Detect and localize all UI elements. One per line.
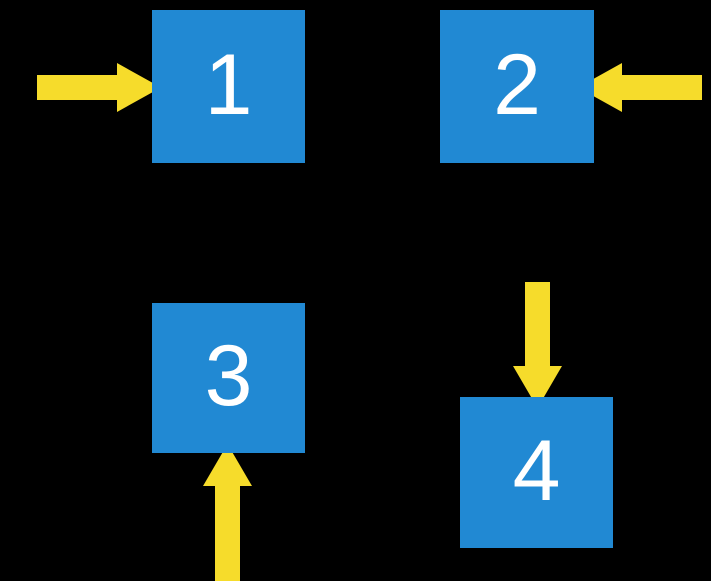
- node-box-3-label: 3: [204, 328, 253, 424]
- arrow-into-node-4: [513, 282, 562, 408]
- arrow-down-shape: [513, 282, 562, 408]
- arrow-left-shape: [578, 63, 702, 112]
- node-box-1[interactable]: 1: [152, 10, 305, 163]
- node-box-2-label: 2: [493, 36, 541, 133]
- arrow-up-shape: [203, 444, 252, 581]
- node-box-4[interactable]: 4: [460, 397, 613, 548]
- node-box-2[interactable]: 2: [440, 10, 594, 163]
- node-box-4-label: 4: [512, 422, 561, 519]
- node-box-3[interactable]: 3: [152, 303, 305, 453]
- arrow-into-node-3: [203, 444, 252, 581]
- node-box-1-label: 1: [204, 36, 253, 133]
- arrow-right-shape: [37, 63, 161, 112]
- arrow-into-node-1: [37, 63, 161, 112]
- arrow-into-node-2: [578, 63, 702, 112]
